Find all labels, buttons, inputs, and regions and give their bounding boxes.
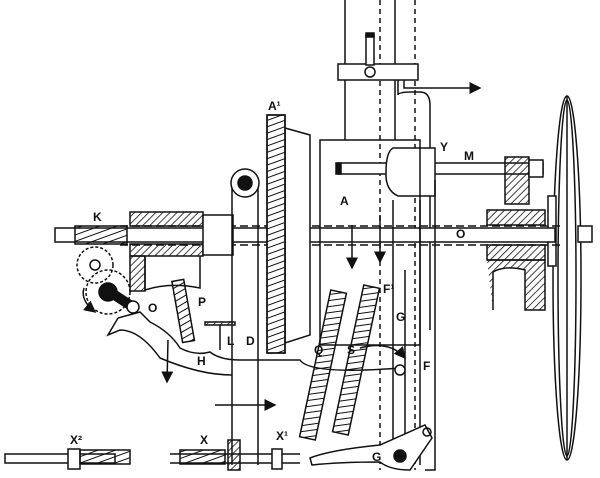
- label-x-squared: X²: [70, 433, 82, 447]
- label-s: S: [347, 343, 356, 357]
- label-d: D: [246, 334, 255, 348]
- gear-a-prime: [266, 114, 286, 354]
- left-bearing-housing: [129, 211, 234, 292]
- rod-x-assembly: [4, 448, 300, 470]
- shaft-m: [335, 147, 544, 205]
- right-bearing-housing: [486, 209, 546, 311]
- label-l: L: [227, 334, 235, 348]
- springs-q-s: [298, 215, 406, 441]
- label-a: A: [340, 194, 349, 208]
- lever-d: [227, 168, 260, 471]
- label-f-prime: F¹: [383, 282, 395, 296]
- label-g-upper: G: [396, 310, 406, 324]
- label-o-left: O: [148, 301, 158, 315]
- label-h: H: [197, 354, 206, 368]
- bell-crank-g: [309, 424, 433, 471]
- label-a-prime: A¹: [268, 99, 281, 113]
- label-k: K: [93, 210, 102, 224]
- drum-a: [284, 127, 421, 346]
- pulley: [547, 95, 593, 461]
- label-x: X: [200, 433, 209, 447]
- label-o-right: O: [456, 227, 466, 241]
- label-x-prime: X¹: [276, 429, 288, 443]
- spring-p: [171, 278, 196, 344]
- label-p: P: [198, 295, 207, 309]
- label-m: M: [464, 149, 474, 163]
- label-q: Q: [314, 343, 324, 357]
- label-f: F: [423, 359, 431, 373]
- label-g-lower: G: [372, 450, 382, 464]
- worm-k: [74, 225, 140, 315]
- label-y: Y: [440, 140, 449, 154]
- bar-f: [392, 180, 436, 471]
